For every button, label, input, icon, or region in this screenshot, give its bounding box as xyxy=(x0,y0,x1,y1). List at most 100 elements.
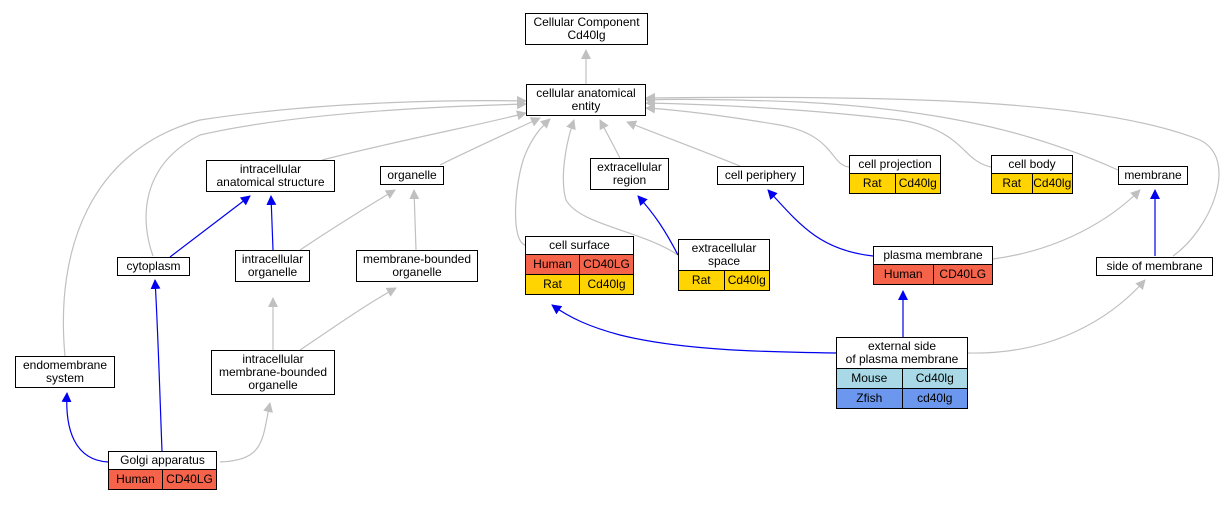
edge-espm-csurf xyxy=(551,304,837,354)
edge-ecr-cae xyxy=(599,119,621,159)
edge-io-organelle xyxy=(299,189,396,251)
term-label-line: organelle xyxy=(392,265,442,279)
annotation-row: Zfish cd40lg xyxy=(837,388,967,408)
gene-symbol: cd40lg xyxy=(901,389,968,408)
gene-symbol: Cd40lg xyxy=(894,174,941,193)
term-label-line: membrane xyxy=(1124,168,1182,182)
edge-cproj-cae xyxy=(645,103,850,168)
term-label-line: of plasma membrane xyxy=(845,352,959,366)
species-label: Zfish xyxy=(856,391,883,405)
term-label-line: cell body xyxy=(1008,157,1056,171)
edge-membrane-cae xyxy=(645,94,1119,171)
term-label-line: space xyxy=(707,254,741,268)
edge-ecs-ecr xyxy=(637,195,679,256)
term-label-line: external side xyxy=(867,339,937,353)
term-label-line: system xyxy=(45,371,84,385)
term-label: cell body xyxy=(992,156,1072,173)
term-label-line: extracellular xyxy=(597,160,662,174)
edge-csurf-cae xyxy=(514,118,551,246)
species-label: Mouse xyxy=(851,371,888,385)
gene-symbol: CD40LG xyxy=(932,265,993,284)
edge-imbo-mbo xyxy=(299,287,397,351)
gene-symbol: Cd40lg xyxy=(579,275,633,294)
term-label: cell periphery xyxy=(718,167,803,184)
go-term-cytoplasm[interactable]: cytoplasm xyxy=(117,257,190,276)
term-label-line: cell periphery xyxy=(724,168,797,182)
term-label: cell surface xyxy=(526,237,633,254)
term-label-line: intracellular xyxy=(239,162,302,176)
annotation-row: Rat Cd40lg xyxy=(526,274,633,294)
term-label: plasma membrane xyxy=(874,247,992,264)
term-label-line: intracellular xyxy=(241,252,304,266)
edge-cbody-cae xyxy=(645,98,992,168)
term-label-line: membrane-bounded xyxy=(362,252,472,266)
go-term-som[interactable]: side of membrane xyxy=(1096,257,1213,276)
term-label-line: region xyxy=(612,173,647,187)
edge-cytoplasm-cae xyxy=(145,99,527,257)
go-term-membrane[interactable]: membrane xyxy=(1118,166,1188,185)
species-label: Human xyxy=(883,267,923,281)
edge-golgi-cytoplasm xyxy=(150,279,163,452)
edge-ias-cae xyxy=(321,110,527,161)
edge-organelle-cae xyxy=(439,117,541,166)
term-label: side of membrane xyxy=(1097,258,1212,275)
part-of-edges xyxy=(61,189,1160,463)
annotation-row: Human CD40LG xyxy=(874,264,992,284)
edge-golgi-imbo xyxy=(219,402,273,463)
annotation-row: Rat Cd40lg xyxy=(992,173,1072,193)
edge-golgi-ems xyxy=(61,392,109,463)
edge-io-ias xyxy=(266,195,277,251)
annotation-row: Mouse Cd40lg xyxy=(837,368,967,388)
species-label: Human xyxy=(116,472,155,486)
term-label-line: organelle xyxy=(248,378,298,392)
gene-symbol: Cd40lg xyxy=(1031,174,1073,193)
species-label: Rat xyxy=(862,176,882,190)
term-label: cytoplasm xyxy=(118,258,189,275)
annotation-row: Rat Cd40lg xyxy=(850,173,940,193)
edge-ems-cae xyxy=(62,95,527,357)
term-label-line: cell surface xyxy=(549,238,610,252)
species-label: Human xyxy=(533,257,572,271)
term-label-line: side of membrane xyxy=(1106,259,1203,273)
term-label-line: anatomical structure xyxy=(216,175,325,189)
gene-symbol: Cd40lg xyxy=(901,369,968,388)
edge-pm-cp xyxy=(767,189,874,257)
term-label-line: membrane-bounded xyxy=(218,365,328,379)
species-label: Rat xyxy=(543,277,562,291)
term-label-line: endomembrane xyxy=(22,358,108,372)
term-label: Golgi apparatus xyxy=(109,452,216,469)
go-term-organelle[interactable]: organelle xyxy=(380,166,444,185)
term-label: organelle xyxy=(381,167,443,184)
species-label: Rat xyxy=(1002,176,1022,190)
term-label-line: extracellular xyxy=(691,241,757,255)
edge-espm-som xyxy=(967,279,1146,354)
edge-pm-membrane xyxy=(992,189,1141,260)
edge-cytoplasm-ias xyxy=(169,195,251,258)
go-term-cp[interactable]: cell periphery xyxy=(717,166,804,185)
